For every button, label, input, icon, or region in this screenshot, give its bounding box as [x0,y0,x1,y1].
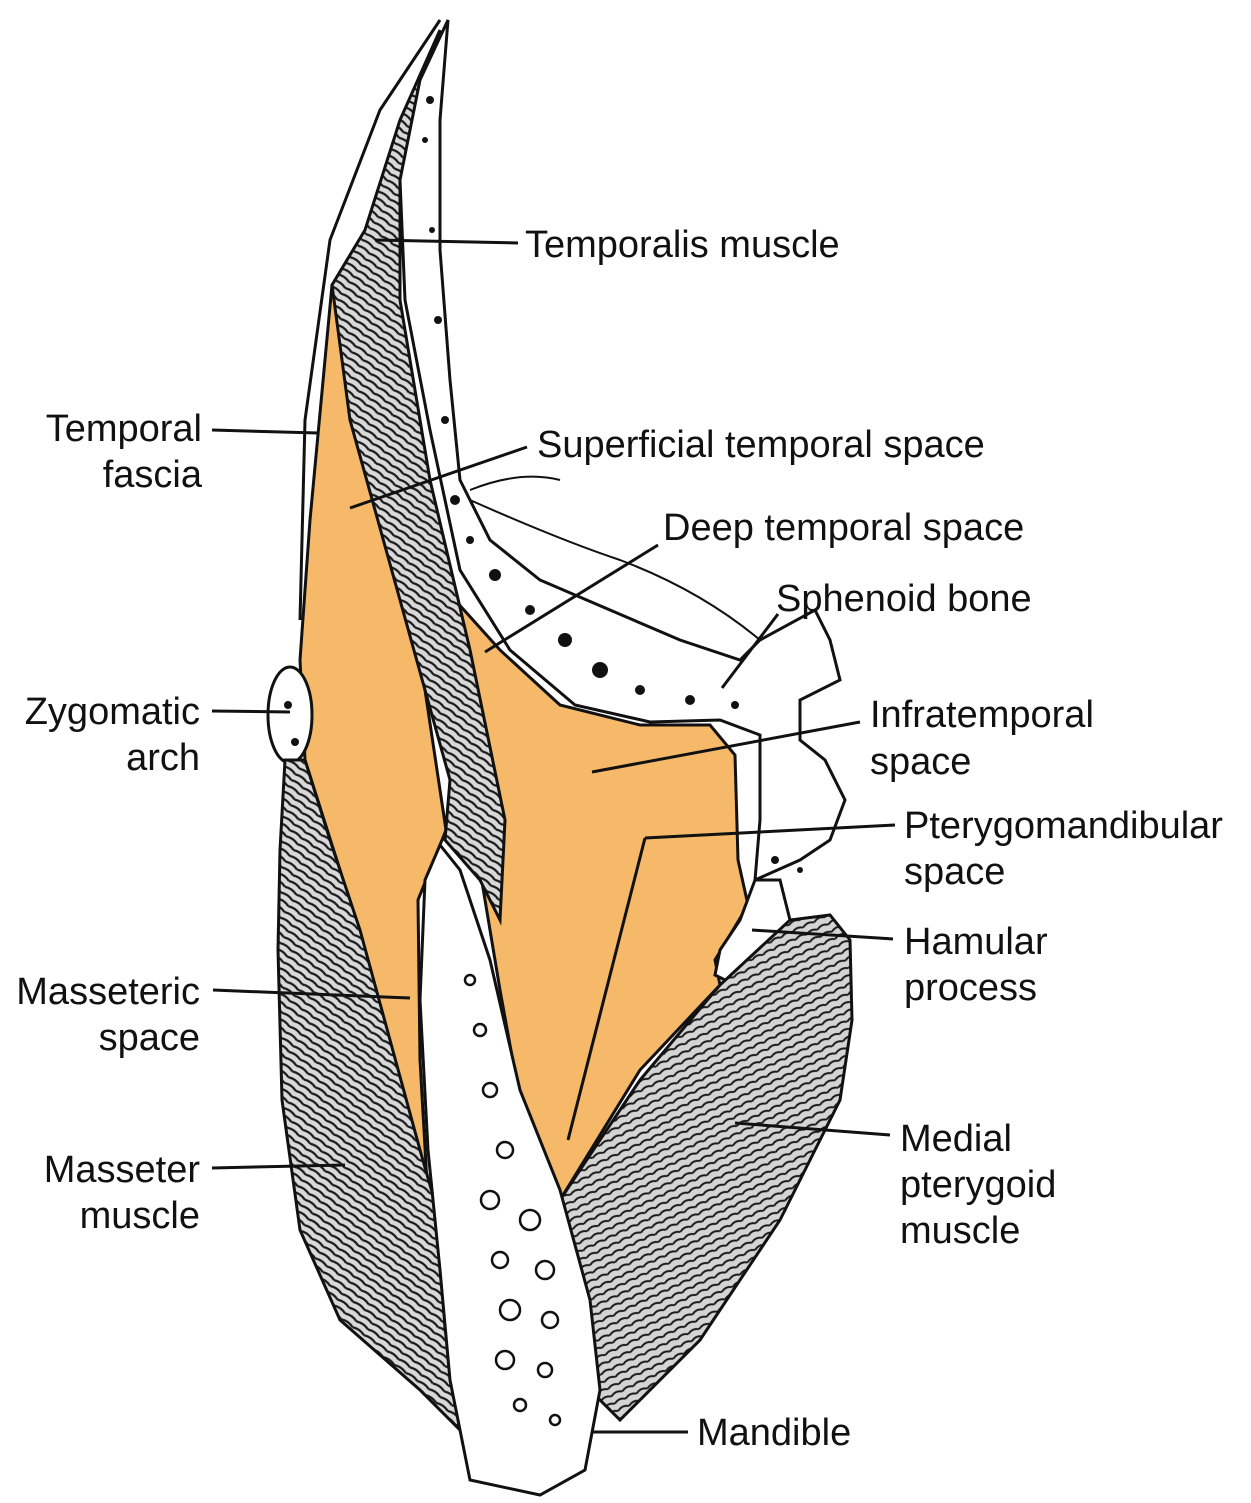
label-temporalis-muscle: Temporalis muscle [525,224,840,266]
label-hamular-process-line2: process [904,967,1037,1009]
label-temporal-fascia-line1: Temporal [46,408,202,450]
sphenoid-texture [469,475,761,641]
leader-sphenoid-bone [720,613,780,689]
label-pterygomandibular-space-line1: Pterygomandibular [904,805,1223,847]
label-zygomatic-arch-line1: Zygomatic [25,691,200,733]
leader-pterygomandibular-space-h [644,823,896,840]
mandible-marrow [463,973,562,1427]
label-pterygomandibular-space-line2: space [904,851,1005,893]
label-infratemporal-space-line1: Infratemporal [870,694,1094,736]
label-masseter-muscle-line2: muscle [80,1195,200,1237]
label-infratemporal-space-line2: space [870,741,971,783]
leader-lines [211,238,896,1434]
leader-hamular-process [751,928,894,941]
leader-masseter-muscle [211,1163,346,1170]
leader-temporalis-muscle [374,238,519,245]
infratemporal-space-region [453,595,750,1204]
temporalis-muscle-region [330,29,507,926]
label-medial-pterygoid-muscle-line3: muscle [900,1210,1020,1252]
leader-medial-pterygoid-muscle [734,1121,891,1137]
leader-pterygomandibular-space-v [566,837,647,1141]
zygomatic-dot [284,701,292,709]
label-deep-temporal-space: Deep temporal space [663,507,1024,549]
leader-zygomatic-arch [211,709,291,714]
label-masseteric-space-line1: Masseteric [16,971,200,1013]
leader-deep-temporal-space [484,543,659,654]
zygomatic-arch-shape [266,665,314,765]
label-zygomatic-arch-line2: arch [126,737,200,779]
leader-superficial-temporal-space [349,445,528,510]
mandible-region [418,842,602,1497]
label-medial-pterygoid-muscle-line2: pterygoid [900,1164,1056,1206]
label-medial-pterygoid-muscle-line1: Medial [900,1118,1012,1160]
leader-temporal-fascia [211,428,319,435]
label-hamular-process-line1: Hamular [904,921,1048,963]
label-sphenoid-bone: Sphenoid bone [776,578,1032,620]
bone-pores [422,96,803,873]
zygomatic-dot [291,738,299,746]
label-masseteric-space-line2: space [99,1017,200,1059]
label-temporal-fascia-line2: fascia [103,454,203,496]
temporal-fascia-outline [298,19,442,621]
sphenoid-bone-region [398,19,847,883]
label-masseter-muscle-line1: Masseter [44,1149,201,1191]
leader-masseteric-space [212,988,411,1000]
leader-infratemporal-space [591,720,861,774]
label-superficial-temporal-space: Superficial temporal space [537,424,985,466]
label-mandible: Mandible [697,1412,851,1454]
